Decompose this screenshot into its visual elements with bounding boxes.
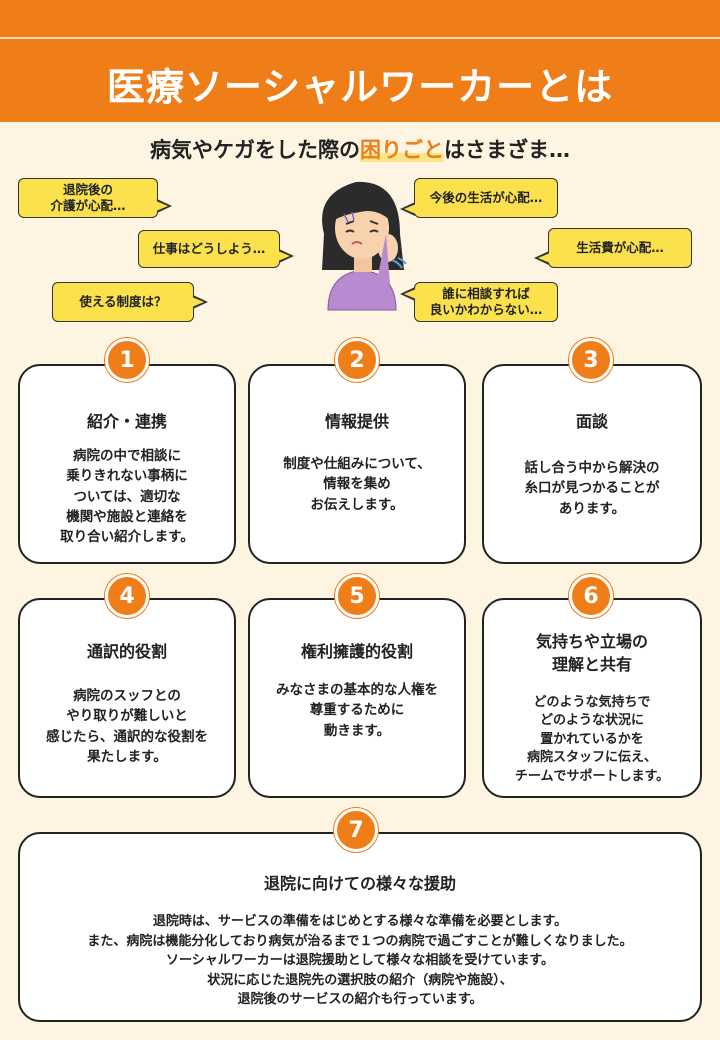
- speech-bubble-work: 仕事はどうしよう…: [138, 230, 294, 268]
- worried-woman-icon: [322, 181, 407, 311]
- card-body: 退院時は、サービスの準備をはじめとする様々な準備を必要とします。 また、病院は機…: [87, 914, 633, 1007]
- speech-bubble-consult: 誰に相談すれば 良いかわからない…: [400, 282, 558, 322]
- subtitle-before: 病気やケガをした際の: [150, 138, 360, 162]
- card-body: 話し合う中から解決の 糸口が見つかることが あります。: [524, 460, 660, 517]
- bubble-text: 仕事はどうしよう…: [152, 240, 266, 256]
- subtitle-after: はさまざま…: [444, 138, 570, 162]
- bubble-tail: [278, 249, 294, 264]
- subtitle-highlight: 困りごと: [360, 138, 444, 162]
- card-5: 権利擁護的役割 みなさまの基本的な人権を 尊重するために 動きます。: [248, 598, 466, 798]
- card-title: 通訳的役割: [86, 642, 167, 661]
- number-badge-5: 5: [335, 574, 379, 618]
- number-badge-6: 6: [569, 574, 613, 618]
- bubble-text: 生活費が心配…: [576, 239, 664, 255]
- card-body: 病院のスッフとの やり取りが難しいと 感じたら、通訳的な役割を 果たします。: [46, 688, 208, 765]
- number-badge-2: 2: [335, 338, 379, 382]
- speech-bubble-system: 使える制度は？: [52, 282, 208, 322]
- bubble-text: 退院後の 介護が心配…: [50, 181, 126, 213]
- number-badge-4: 4: [105, 574, 149, 618]
- card-title: 面談: [575, 412, 608, 431]
- header-banner: 医療ソーシャルワーカーとは: [0, 0, 720, 122]
- bubble-text: 使える制度は？: [79, 293, 167, 309]
- card-title: 気持ちや立場の 理解と共有: [535, 632, 648, 675]
- card-1: 紹介・連携 病院の中で相談に 乗りきれない事柄に ついては、適切な 機関や施設と…: [18, 364, 236, 564]
- card-body: みなさまの基本的な人権を 尊重するために 動きます。: [276, 682, 438, 739]
- card-7: 退院に向けての様々な援助 退院時は、サービスの準備をはじめとする様々な準備を必要…: [18, 832, 702, 1022]
- card-title: 権利擁護的役割: [300, 642, 413, 661]
- speech-bubble-future: 今後の生活が心配…: [400, 178, 558, 218]
- card-body: どのような気持ちで どのような状況に 置かれているかを 病院スタッフに伝え、 チ…: [514, 695, 670, 784]
- bubble-tail: [400, 202, 416, 217]
- speech-bubble-care: 退院後の 介護が心配…: [18, 178, 172, 218]
- card-title: 情報提供: [324, 412, 389, 431]
- number-badge-7: 7: [334, 808, 378, 852]
- card-6: 気持ちや立場の 理解と共有 どのような気持ちで どのような状況に 置かれているか…: [482, 598, 702, 798]
- bubble-text: 今後の生活が心配…: [429, 189, 543, 205]
- header-divider: [0, 37, 720, 39]
- speech-bubble-living-cost: 生活費が心配…: [534, 228, 692, 268]
- bubble-tail: [192, 295, 208, 309]
- subtitle: 病気やケガをした際の困りごとはさまざま…: [0, 134, 720, 164]
- card-4: 通訳的役割 病院のスッフとの やり取りが難しいと 感じたら、通訳的な役割を 果た…: [18, 598, 236, 798]
- number-badge-3: 3: [569, 338, 613, 382]
- bubble-tail: [400, 287, 416, 302]
- page-title: 医療ソーシャルワーカーとは: [106, 65, 614, 109]
- card-title: 退院に向けての様々な援助: [263, 874, 456, 893]
- card-3: 面談 話し合う中から解決の 糸口が見つかることが あります。: [482, 364, 702, 564]
- card-body: 制度や仕組みについて、 情報を集め お伝えします。: [283, 456, 431, 513]
- bubble-tail: [534, 250, 550, 265]
- card-title: 紹介・連携: [86, 412, 167, 431]
- card-body: 病院の中で相談に 乗りきれない事柄に ついては、適切な 機関や施設と連絡を 取り…: [60, 448, 194, 545]
- bubble-tail: [156, 199, 172, 214]
- card-2: 情報提供 制度や仕組みについて、 情報を集め お伝えします。: [248, 364, 466, 564]
- number-badge-1: 1: [105, 338, 149, 382]
- bubble-text: 誰に相談すれば 良いかわからない…: [429, 285, 543, 317]
